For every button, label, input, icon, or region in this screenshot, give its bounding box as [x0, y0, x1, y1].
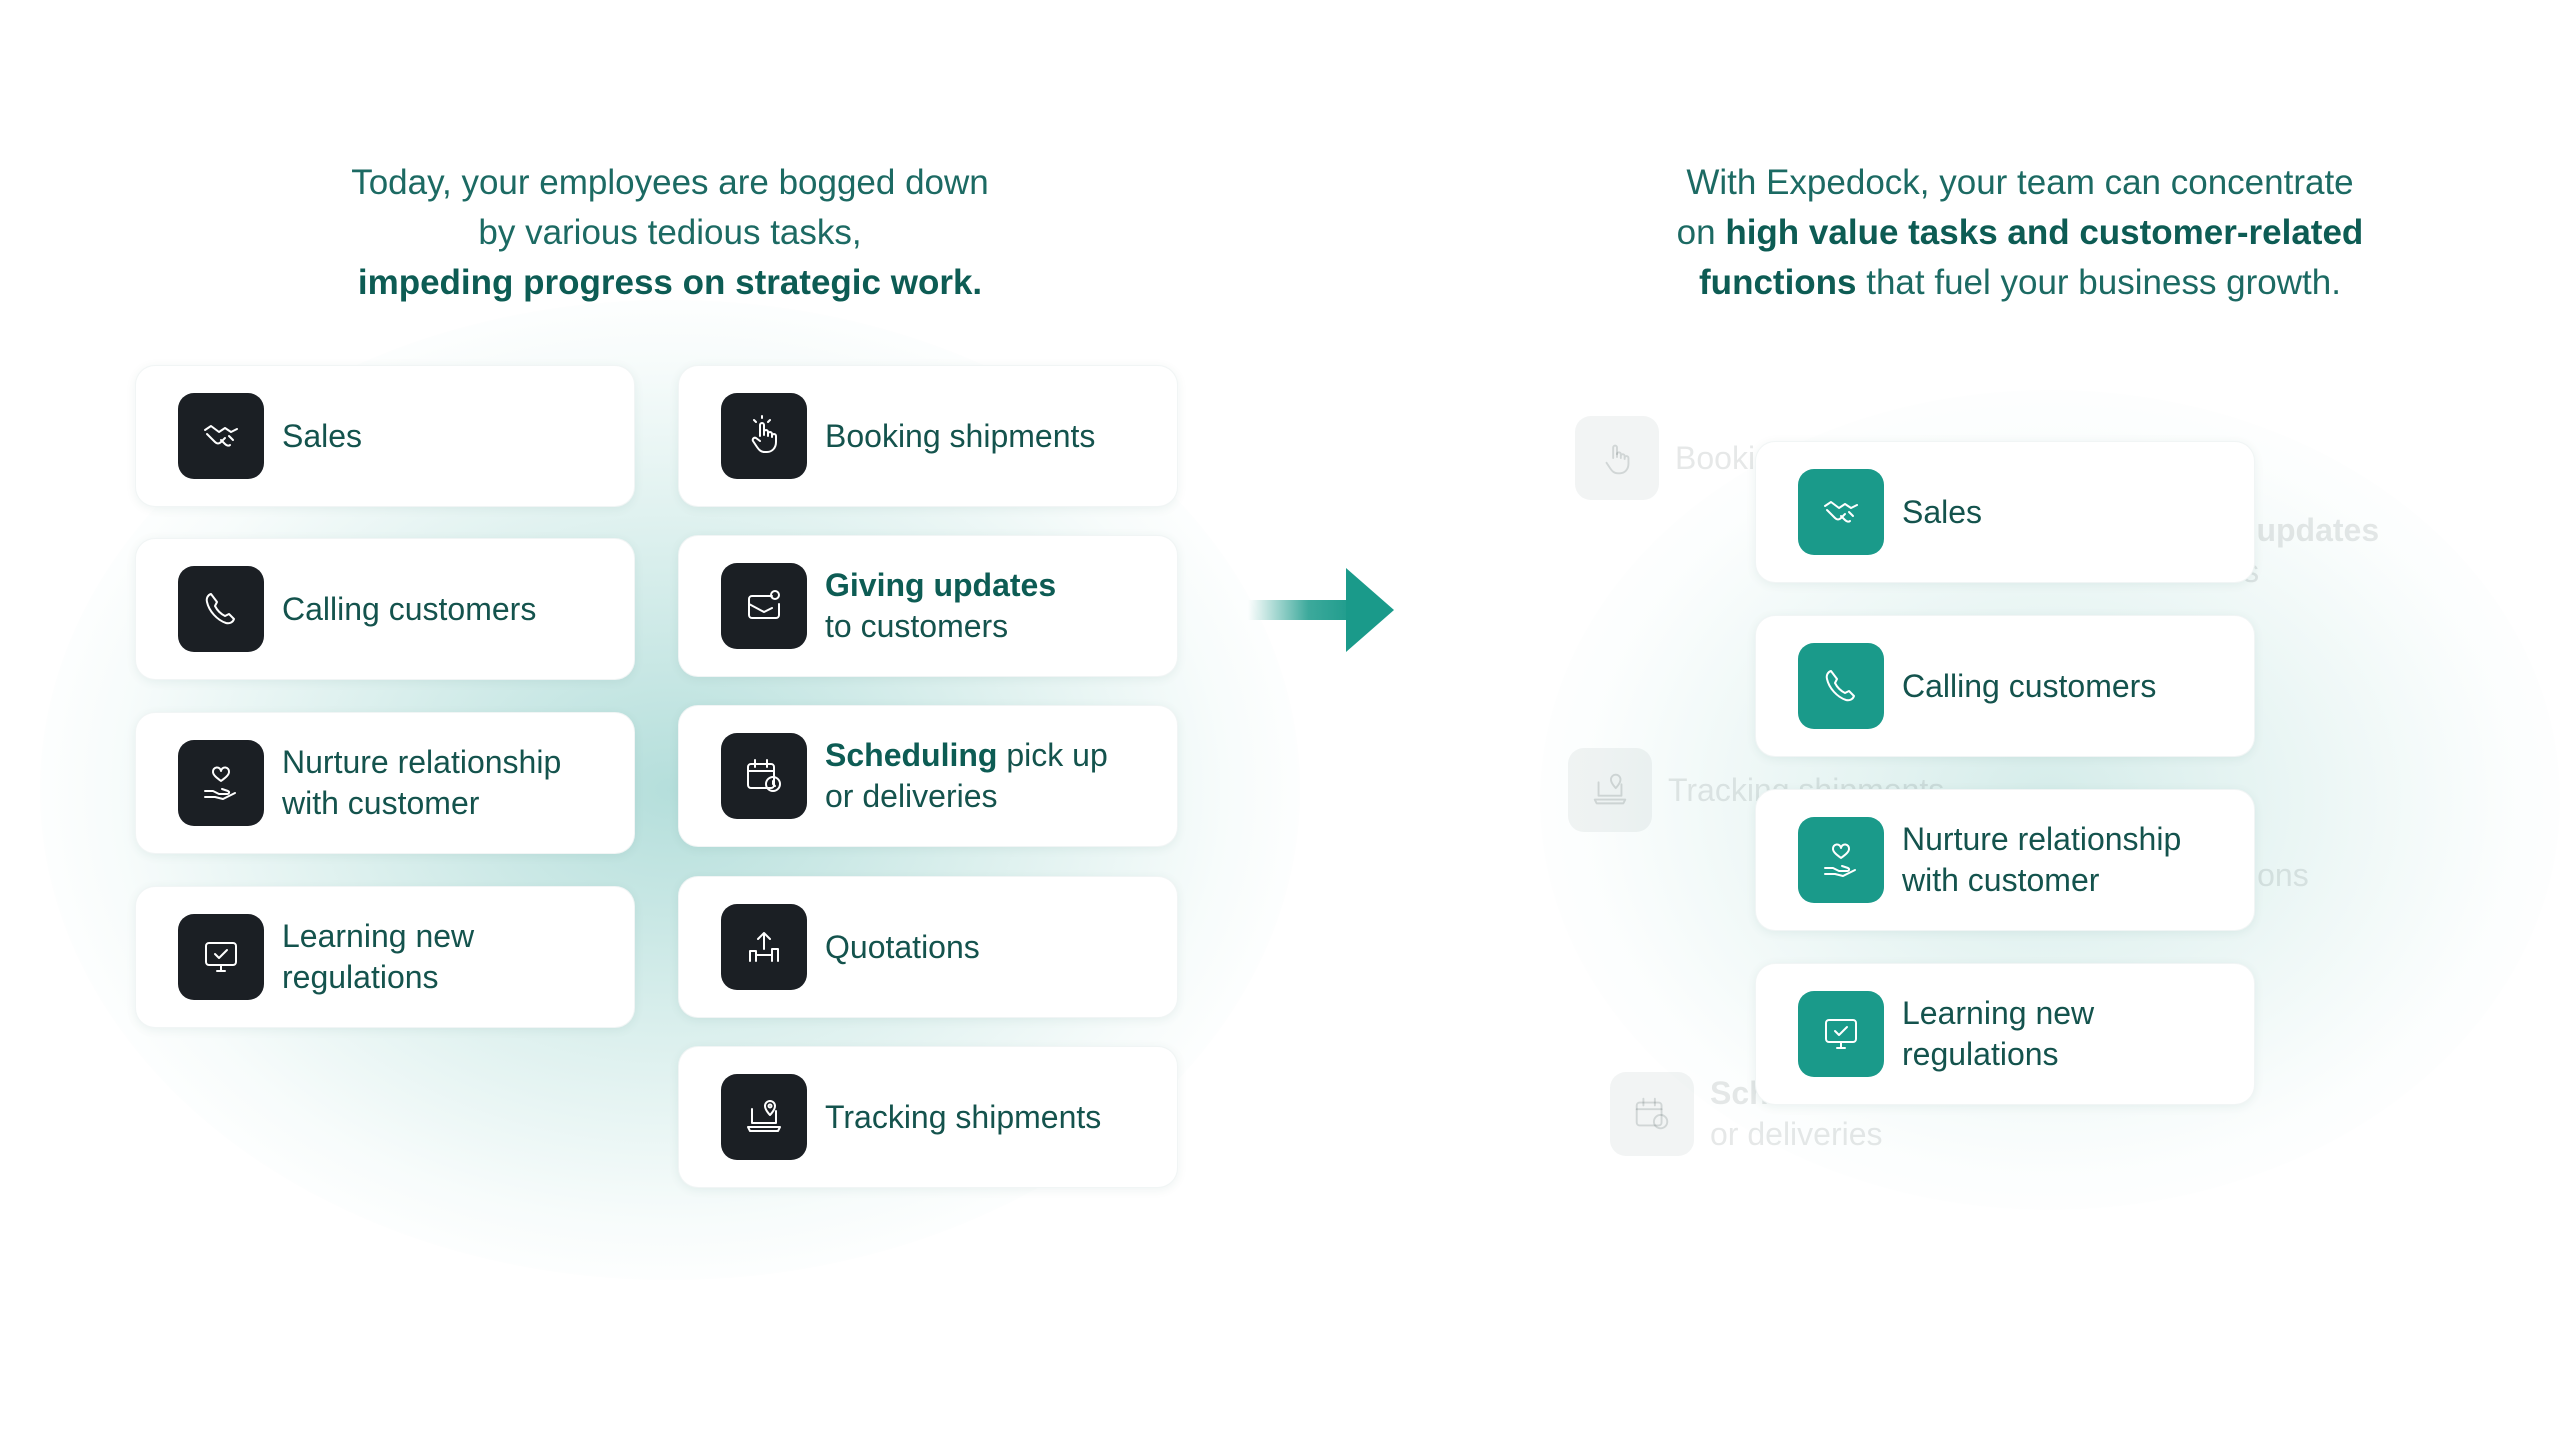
- task-label: Calling customers: [1902, 667, 2157, 704]
- hand-up-icon: [721, 904, 807, 990]
- laptop-location-icon: [1568, 748, 1652, 832]
- task-card-tracking-shipments: Tracking shipments: [678, 1046, 1178, 1188]
- calendar-clock-icon: [1610, 1072, 1694, 1156]
- focus-card-nurture-relationship: Nurture relationship with customer: [1755, 789, 2255, 931]
- left-heading-line3: impeding progress on strategic work.: [357, 263, 983, 302]
- task-label: Learning new regulations: [1902, 995, 2095, 1072]
- monitor-check-icon: [1798, 991, 1884, 1077]
- left-heading-line2: by various tedious tasks,: [478, 213, 862, 252]
- right-heading-line1: With Expedock, your team can concentrate: [1686, 163, 2354, 202]
- focus-card-sales: Sales: [1755, 441, 2255, 583]
- right-heading-line2-pre: on: [1676, 213, 1726, 252]
- heart-hand-icon: [178, 740, 264, 826]
- task-label: Tracking shipments: [825, 1098, 1102, 1135]
- laptop-location-icon: [721, 1074, 807, 1160]
- right-heading: With Expedock, your team can concentrate…: [1580, 158, 2460, 308]
- left-heading-line1: Today, your employees are bogged down: [351, 163, 989, 202]
- right-heading-line3-post: that fuel your business growth.: [1856, 263, 2341, 302]
- task-label: Sales: [1902, 493, 1983, 530]
- tap-hand-icon: [721, 393, 807, 479]
- arrow-right-icon: [1248, 568, 1394, 652]
- task-card-nurture-relationship: Nurture relationship with customer: [135, 712, 635, 854]
- handshake-icon: [1798, 469, 1884, 555]
- task-label: Scheduling pick up or deliveries: [825, 737, 1108, 814]
- focus-card-calling-customers: Calling customers: [1755, 615, 2255, 757]
- task-card-giving-updates: Giving updates to customers: [678, 535, 1178, 677]
- phone-icon: [1798, 643, 1884, 729]
- task-label: Learning new regulations: [282, 918, 475, 995]
- ghost-quotations: ions: [2250, 857, 2309, 893]
- calendar-clock-icon: [721, 733, 807, 819]
- task-label: Nurture relationship with customer: [282, 744, 562, 821]
- phone-icon: [178, 566, 264, 652]
- mail-notification-icon: [721, 563, 807, 649]
- monitor-check-icon: [178, 914, 264, 1000]
- task-label: Giving updates to customers: [825, 567, 1057, 644]
- task-card-calling-customers: Calling customers: [135, 538, 635, 680]
- task-label: Sales: [282, 417, 363, 454]
- right-heading-line2-bold: high value tasks and customer-related: [1725, 213, 2364, 252]
- right-heading-line3-bold: functions: [1699, 263, 1857, 302]
- task-card-sales: Sales: [135, 365, 635, 507]
- handshake-icon: [178, 393, 264, 479]
- tap-hand-icon: [1575, 416, 1659, 500]
- task-card-quotations: Quotations: [678, 876, 1178, 1018]
- left-heading: Today, your employees are bogged down by…: [230, 158, 1110, 308]
- ghost-booking-shipments: Booki: [1575, 416, 1755, 500]
- task-label: Quotations: [825, 928, 980, 965]
- heart-hand-icon: [1798, 817, 1884, 903]
- task-label: Booking shipments: [825, 417, 1096, 454]
- focus-card-learning-regulations: Learning new regulations: [1755, 963, 2255, 1105]
- task-card-scheduling: Scheduling pick up or deliveries: [678, 705, 1178, 847]
- task-card-learning-regulations: Learning new regulations: [135, 886, 635, 1028]
- task-label: Calling customers: [282, 590, 537, 627]
- task-card-booking-shipments: Booking shipments: [678, 365, 1178, 507]
- task-label: Nurture relationship with customer: [1902, 821, 2182, 898]
